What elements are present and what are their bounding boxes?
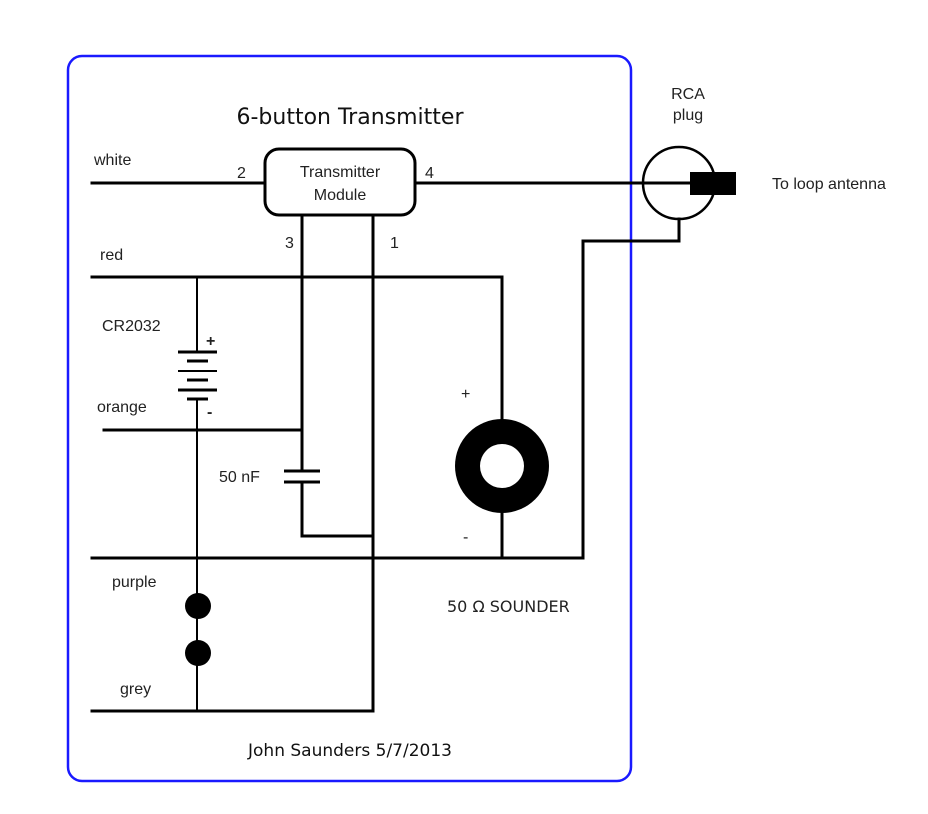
button-contact-icon bbox=[185, 593, 211, 666]
transmitter-module: Transmitter Module bbox=[263, 147, 417, 217]
white-wire-label: white bbox=[93, 152, 131, 169]
battery-plus: + bbox=[206, 333, 215, 350]
module-label-line2: Module bbox=[314, 187, 367, 204]
pin-label-2: 2 bbox=[237, 165, 246, 182]
battery-minus: - bbox=[207, 404, 212, 421]
rca-label-line1: RCA bbox=[671, 86, 705, 103]
pin-label-4: 4 bbox=[425, 165, 434, 182]
battery-label: CR2032 bbox=[102, 318, 161, 335]
capacitor-icon bbox=[284, 469, 320, 484]
module-label-line1: Transmitter bbox=[300, 164, 381, 181]
sounder-label: 50 Ω SOUNDER bbox=[447, 597, 570, 616]
battery-icon bbox=[178, 350, 217, 401]
orange-wire-label: orange bbox=[97, 399, 147, 416]
red-wire-label: red bbox=[100, 247, 123, 264]
sounder-minus: - bbox=[463, 529, 468, 546]
sounder-icon bbox=[455, 419, 549, 513]
diagram-title: 6-button Transmitter bbox=[236, 105, 464, 130]
red-wire bbox=[90, 275, 504, 422]
capacitor-bottom-wire bbox=[300, 480, 375, 538]
antenna-destination-label: To loop antenna bbox=[772, 176, 886, 193]
pin-label-3: 3 bbox=[285, 235, 294, 252]
grey-wire-label: grey bbox=[120, 681, 151, 698]
rca-label-line2: plug bbox=[673, 107, 703, 124]
purple-wire-label: purple bbox=[112, 574, 157, 591]
pin-label-1: 1 bbox=[390, 235, 399, 252]
capacitor-label: 50 nF bbox=[219, 469, 260, 486]
ground-wire bbox=[90, 217, 681, 560]
rca-plug-icon bbox=[641, 145, 736, 221]
author-signature: John Saunders 5/7/2013 bbox=[247, 741, 452, 761]
enclosure-border bbox=[66, 54, 633, 783]
sounder-plus: + bbox=[461, 386, 470, 403]
